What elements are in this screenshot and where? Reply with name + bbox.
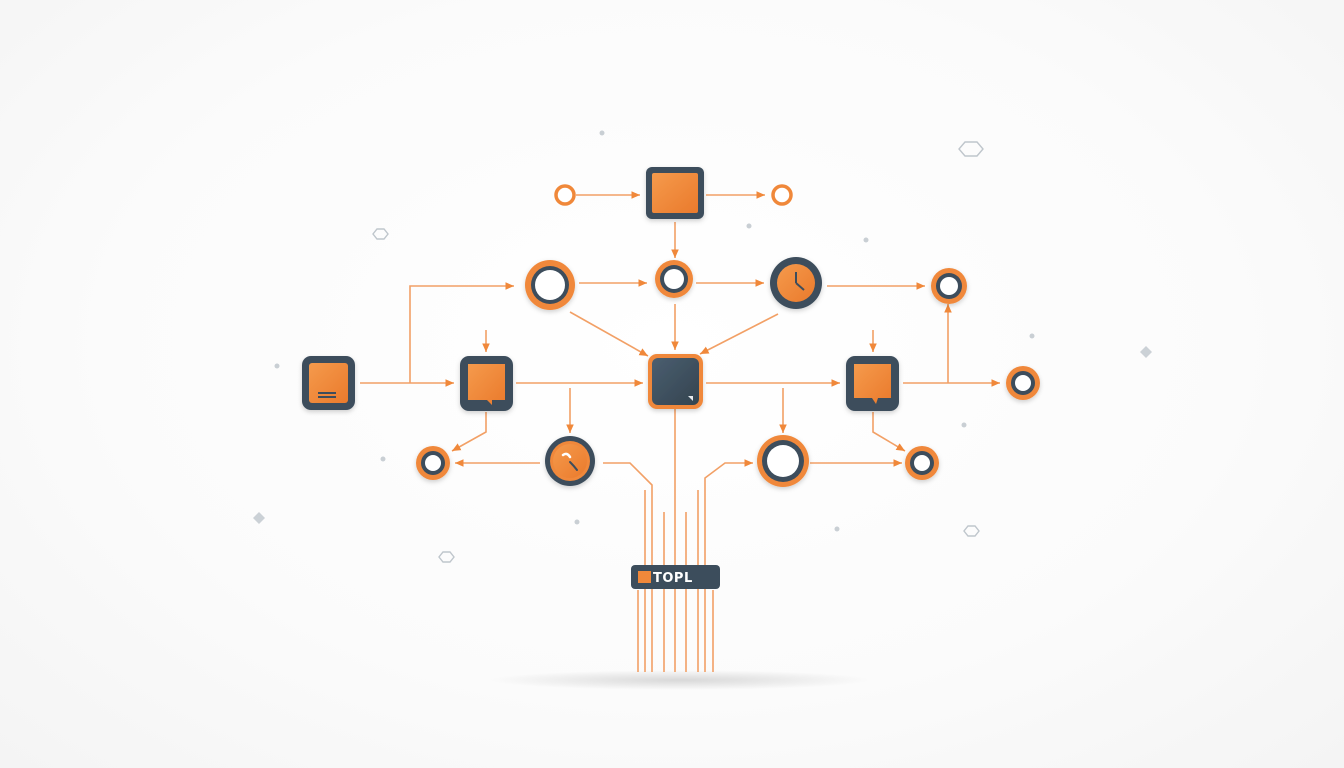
diamond-icon [1140, 346, 1152, 358]
bg-dot [274, 363, 280, 369]
page-icon [854, 364, 891, 404]
diamond-icon [253, 512, 265, 524]
clock-node[interactable] [770, 257, 822, 309]
bg-dot [961, 422, 967, 428]
page-node-left[interactable] [460, 356, 513, 411]
edge [409, 282, 514, 383]
hexagon-icon [958, 141, 984, 157]
bg-dot [380, 456, 386, 462]
bg-dot [746, 223, 752, 229]
ring-node-medium[interactable] [655, 260, 693, 298]
nodes [302, 167, 1040, 487]
edge [569, 311, 649, 357]
doc-node[interactable] [302, 356, 355, 410]
edge [699, 313, 779, 355]
top-square-node[interactable] [646, 167, 704, 219]
ring-node-lower-left[interactable] [416, 446, 450, 480]
label-text: TOPL [653, 571, 693, 586]
edge [872, 412, 906, 452]
hexagon-icon [438, 551, 455, 563]
topl-label[interactable]: TOPL [631, 565, 720, 589]
hexagon-icon [963, 525, 980, 537]
bg-dot [863, 237, 869, 243]
ring-node-lower-mid[interactable] [757, 435, 809, 487]
document-icon [318, 392, 336, 398]
clock-icon [795, 272, 805, 291]
bg-dot [834, 526, 840, 532]
top-left-ring-node[interactable] [554, 184, 576, 206]
floor-shadow [490, 670, 870, 690]
hub-node[interactable] [648, 354, 703, 409]
bg-dot [599, 130, 605, 136]
orange-square-icon [638, 571, 651, 583]
background-decorations [253, 130, 1152, 563]
ring-node-lower-right[interactable] [905, 446, 939, 480]
connections [360, 191, 1000, 672]
square-icon [652, 173, 698, 213]
ring-node-large[interactable] [525, 260, 575, 310]
bg-dot [574, 519, 580, 525]
hexagon-icon [372, 228, 389, 240]
ring-node-far-right[interactable] [1006, 366, 1040, 400]
orb-node[interactable] [545, 436, 595, 486]
hub-icon [688, 396, 693, 401]
page-node-right[interactable] [846, 356, 899, 411]
edge [451, 412, 487, 452]
bg-dot [1029, 333, 1035, 339]
orb-icon [561, 452, 572, 459]
page-icon [468, 364, 505, 405]
ring-node-right[interactable] [931, 268, 967, 304]
top-right-ring-node[interactable] [771, 184, 793, 206]
